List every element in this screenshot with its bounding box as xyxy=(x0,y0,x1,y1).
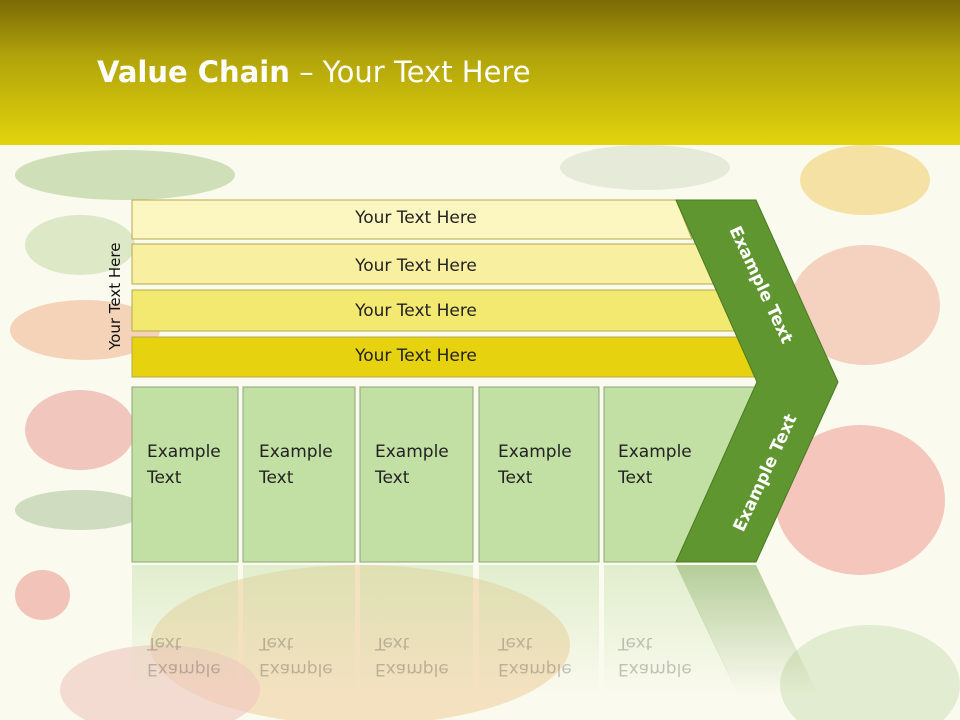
box-2-line1: Example xyxy=(259,442,333,462)
page-title: Value Chain – Your Text Here xyxy=(97,55,531,89)
box-5-text: Example Text xyxy=(618,439,692,491)
box-5-line1: Example xyxy=(618,442,692,462)
bar-1-label: Your Text Here xyxy=(355,208,477,228)
bar-3-label: Your Text Here xyxy=(355,301,477,321)
box-4-refl-line2: Text xyxy=(498,633,533,653)
box-4-line2: Text xyxy=(498,468,533,488)
bar-4-label: Your Text Here xyxy=(355,346,477,366)
box-3-text-reflection: Example Text xyxy=(375,630,449,682)
box-2 xyxy=(242,386,356,563)
box-2-reflection xyxy=(243,565,355,695)
header-bar: Value Chain – Your Text Here xyxy=(0,0,960,145)
tomato-shape xyxy=(15,570,70,620)
lettuce-shape xyxy=(560,145,730,190)
cabbage-shape xyxy=(780,625,960,720)
box-3-refl-line2: Text xyxy=(375,633,410,653)
box-1 xyxy=(131,386,239,563)
box-3 xyxy=(359,386,474,563)
box-1-refl-line2: Text xyxy=(147,633,182,653)
box-3-reflection xyxy=(360,565,473,695)
box-3-refl-line1: Example xyxy=(375,659,449,679)
box-1-reflection xyxy=(132,565,238,695)
box-2-text-reflection: Example Text xyxy=(259,630,333,682)
green-pepper-shape xyxy=(15,490,145,530)
chevron-arrow xyxy=(675,199,839,563)
chevron-reflection xyxy=(676,565,818,695)
box-5-text-reflection: Example Text xyxy=(618,630,692,682)
title-bold: Value Chain xyxy=(97,55,290,89)
box-4-reflection xyxy=(479,565,599,695)
box-5-line2: Text xyxy=(618,468,653,488)
box-4-text-reflection: Example Text xyxy=(498,630,572,682)
box-5-refl-line1: Example xyxy=(618,659,692,679)
box-2-line2: Text xyxy=(259,468,294,488)
chili-pepper-shape xyxy=(25,390,135,470)
box-4-refl-line1: Example xyxy=(498,659,572,679)
box-1-refl-line1: Example xyxy=(147,659,221,679)
box-5-reflection xyxy=(604,565,740,695)
box-3-text: Example Text xyxy=(375,439,449,491)
box-2-refl-line2: Text xyxy=(259,633,294,653)
box-3-line1: Example xyxy=(375,442,449,462)
title-rest: – Your Text Here xyxy=(289,55,531,89)
box-4 xyxy=(478,386,600,563)
box-2-text: Example Text xyxy=(259,439,333,491)
bar-2-label: Your Text Here xyxy=(355,256,477,276)
box-1-text: Example Text xyxy=(147,439,221,491)
zucchini-shape xyxy=(25,215,135,275)
box-5-refl-line2: Text xyxy=(618,633,653,653)
box-2-refl-line1: Example xyxy=(259,659,333,679)
box-4-text: Example Text xyxy=(498,439,572,491)
box-1-text-reflection: Example Text xyxy=(147,630,221,682)
box-3-line2: Text xyxy=(375,468,410,488)
box-4-line1: Example xyxy=(498,442,572,462)
bar-1 xyxy=(131,199,693,240)
box-1-line1: Example xyxy=(147,442,221,462)
yellow-pepper-shape xyxy=(800,145,930,215)
box-1-line2: Text xyxy=(147,468,182,488)
cucumber-shape xyxy=(15,150,235,200)
